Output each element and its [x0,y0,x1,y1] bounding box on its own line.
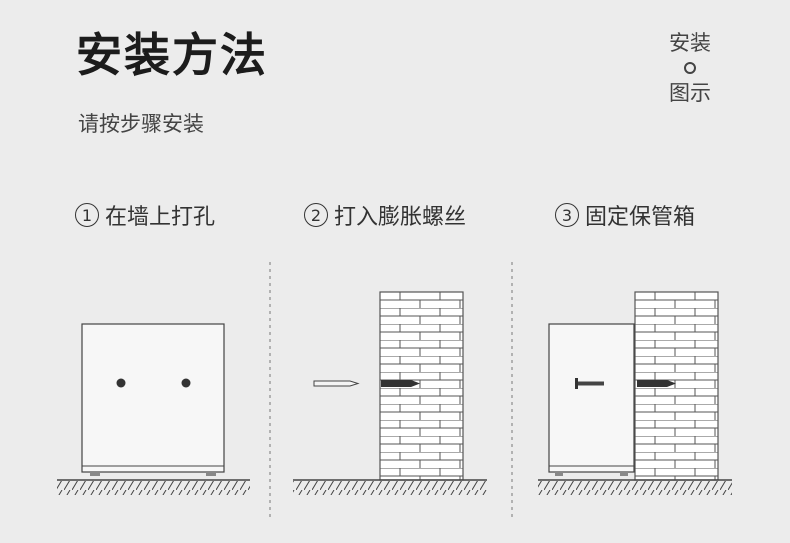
step-2-label: 2 打入膨胀螺丝 [304,199,466,231]
wall-hole-icon [381,380,411,387]
step-3-label: 3 固定保管箱 [555,199,695,231]
screw-head-icon [575,378,578,389]
step-3-text: 固定保管箱 [585,205,696,230]
step-2-ground-hatch [293,481,487,495]
step-1-text: 在墙上打孔 [105,205,216,230]
page-title: 安装方法 [76,28,268,82]
anchor-in-wall-icon [637,380,667,387]
step-1-scene [57,323,250,495]
drill-hole-left-icon [116,378,126,388]
drill-hole-right-icon [181,378,191,388]
step-2-number-icon: 2 [304,203,328,227]
step-2-text: 打入膨胀螺丝 [334,205,467,230]
step-1-ground-hatch [57,481,250,495]
corner-tag-line1: 安装 [669,31,711,55]
step-1-box-outline [81,323,225,473]
step-3-scene [538,291,732,495]
corner-dot-icon [684,62,696,75]
step-3-ground-hatch [538,481,732,495]
page-subtitle: 请按步骤安装 [78,112,204,136]
expansion-anchor-icon [313,380,360,387]
step-1-label: 1 在墙上打孔 [75,199,215,231]
corner-tag-line2: 图示 [669,81,711,106]
step-2-scene [293,291,487,495]
corner-tag: 安装 图示 [660,30,720,107]
step-1-number-icon: 1 [75,203,99,227]
screw-shaft-icon [578,381,604,386]
step-3-box-outline [548,323,635,473]
step-3-number-icon: 3 [555,203,579,227]
